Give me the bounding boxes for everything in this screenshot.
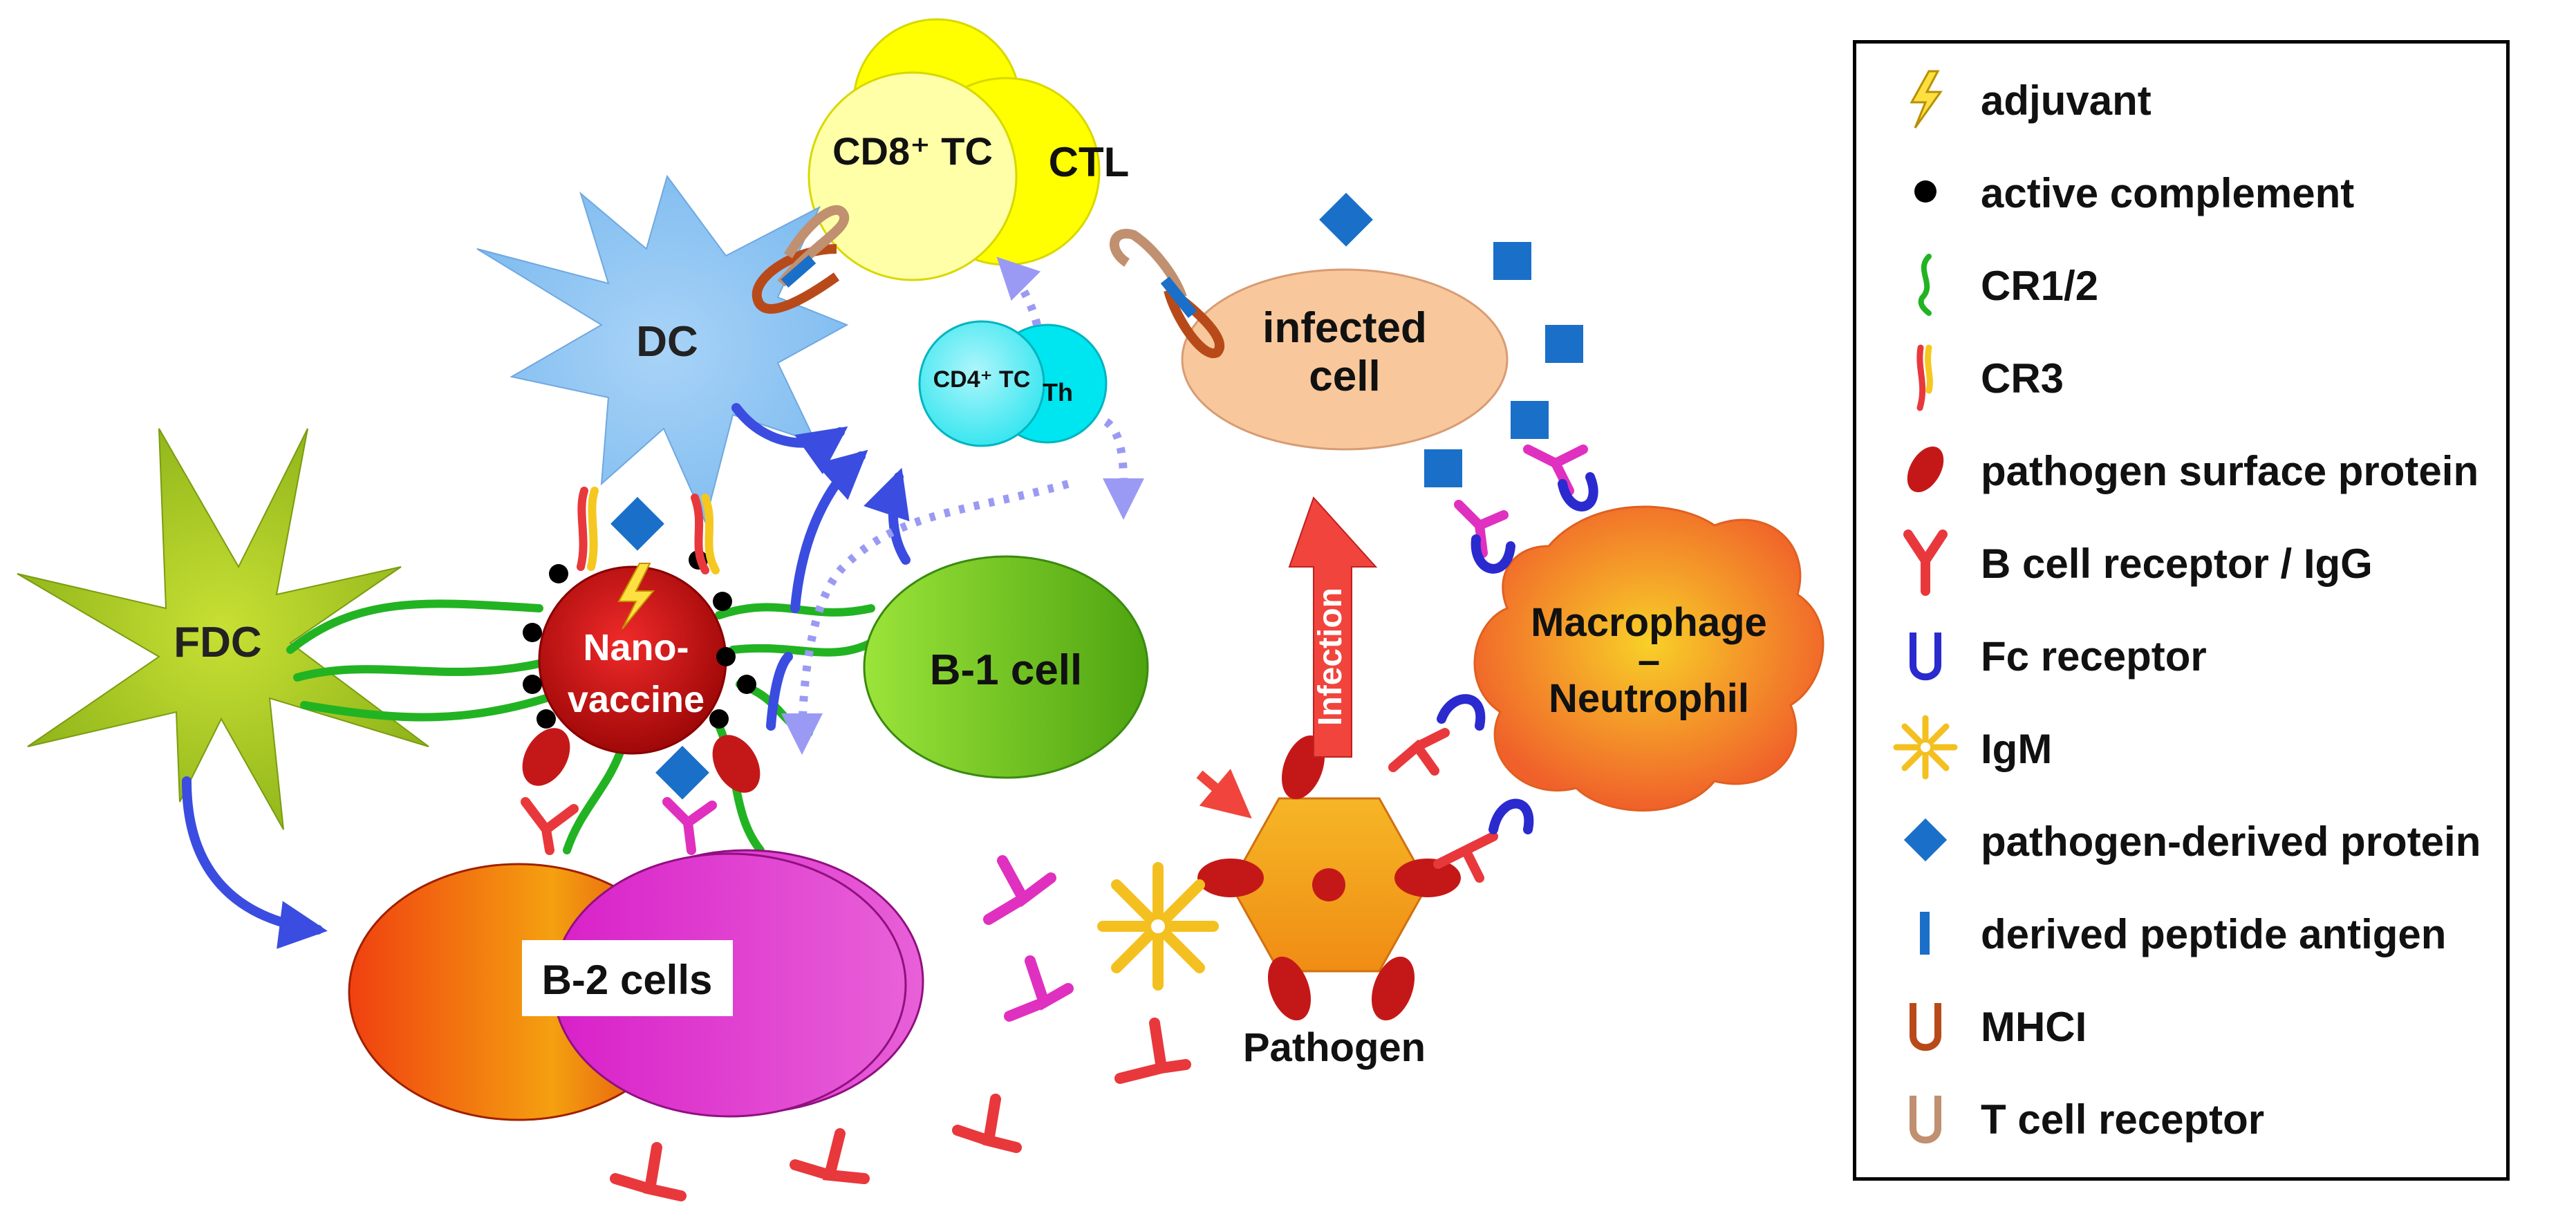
fdc-cell <box>17 428 429 830</box>
cd4-tc-label: CD4⁺ TC <box>933 366 1031 393</box>
b1-cell-label: B-1 cell <box>930 646 1083 694</box>
b-cell-receptor-icon <box>1903 530 1948 596</box>
b2-receptors <box>521 797 717 855</box>
infected-cell <box>1181 268 1509 451</box>
legend-label: derived peptide antigen <box>1981 911 2447 957</box>
legend-label: pathogen surface protein <box>1981 448 2479 494</box>
cr3-icon <box>1916 344 1933 411</box>
legend: adjuvant active complement CR1/2 CR3 pat… <box>1853 40 2510 1181</box>
cr3-receptors <box>577 487 720 574</box>
fc-igg-upper <box>1454 444 1598 574</box>
th-cell-cluster <box>918 320 1108 447</box>
legend-item-t-cell-receptor: T cell receptor <box>1856 1076 2506 1159</box>
macrophage-line3: Neutrophil <box>1549 676 1749 721</box>
blue-arrows <box>182 403 911 949</box>
legend-label: CR3 <box>1981 355 2064 402</box>
ctl-label: CTL <box>1049 139 1130 185</box>
active-complement-icon <box>1914 180 1936 203</box>
pathogen-derived-protein-icon <box>1903 818 1948 862</box>
legend-item-igm: IgM <box>1856 706 2506 789</box>
derived-peptide-antigen-icon <box>1920 912 1930 955</box>
adjuvant-icon <box>1910 70 1943 129</box>
macrophage-line2: – <box>1638 638 1660 683</box>
nanovaccine-line1: Nano- <box>584 627 689 668</box>
legend-label: active complement <box>1981 170 2355 216</box>
infected-cell-line1: infected <box>1262 304 1427 352</box>
legend-label: adjuvant <box>1981 77 2152 124</box>
dc-cell <box>476 174 849 525</box>
b2-label-box <box>522 940 733 1016</box>
legend-item-cr12: CR1/2 <box>1856 243 2506 326</box>
infection-arrow <box>1288 496 1378 758</box>
nanovaccine-adjuvant-icon <box>617 563 655 630</box>
th-label: Th <box>1043 378 1073 406</box>
free-antibodies <box>610 855 1191 1201</box>
fc-igg-lower <box>1388 694 1534 883</box>
nano-surface-protein-2 <box>712 735 760 793</box>
infected-cell-line2: cell <box>1309 353 1380 400</box>
cr12-icon <box>1918 254 1932 316</box>
legend-label: T cell receptor <box>1981 1096 2265 1143</box>
mhc-tcr-complex-2 <box>1109 229 1224 358</box>
pathogen-derived-proteins <box>1319 192 1583 487</box>
dc-label: DC <box>636 318 698 366</box>
macrophage-cell <box>1473 505 1824 812</box>
fc-receptor-icon <box>1910 633 1941 681</box>
fdc-label: FDC <box>174 619 261 666</box>
legend-item-pathogen-derived-protein: pathogen-derived protein <box>1856 798 2506 881</box>
legend-item-b-cell-receptor: B cell receptor / IgG <box>1856 521 2506 603</box>
legend-label: pathogen-derived protein <box>1981 818 2481 865</box>
infection-label: Infection <box>1312 588 1349 726</box>
mhc-tcr-complex-1 <box>752 205 850 314</box>
nanovaccine-line2: vaccine <box>568 679 704 720</box>
legend-label: MHCI <box>1981 1004 2087 1050</box>
legend-item-pathogen-surface-protein: pathogen surface protein <box>1856 428 2506 511</box>
pathogen-surface-protein-icon <box>1907 446 1944 493</box>
t-cell-receptor-icon <box>1910 1096 1941 1144</box>
pathogen-label: Pathogen <box>1243 1025 1426 1070</box>
nano-derived-protein <box>610 496 664 551</box>
pathogen-arrow <box>1196 769 1252 819</box>
legend-item-derived-peptide-antigen: derived peptide antigen <box>1856 891 2506 974</box>
legend-label: Fc receptor <box>1981 633 2207 680</box>
pathogen-core <box>1312 868 1345 901</box>
macrophage-line1: Macrophage <box>1531 600 1767 645</box>
mhci-icon <box>1910 1003 1941 1051</box>
legend-label: CR1/2 <box>1981 263 2099 309</box>
cd8-tc-label: CD8⁺ TC <box>832 129 993 173</box>
b1-cell <box>863 555 1149 779</box>
legend-item-active-complement: active complement <box>1856 150 2506 233</box>
nano-surface-protein <box>522 728 570 786</box>
b2-cells-label: B-2 cells <box>542 957 713 1003</box>
legend-label: IgM <box>1981 726 2053 772</box>
complement-dots <box>523 550 756 729</box>
legend-item-mhci: MHCI <box>1856 984 2506 1067</box>
nano-derived-protein-2 <box>655 745 709 800</box>
t-cell-cluster <box>808 18 1101 281</box>
legend-item-fc-receptor: Fc receptor <box>1856 613 2506 696</box>
legend-item-cr3: CR3 <box>1856 335 2506 418</box>
dashed-arrows <box>781 256 1145 755</box>
legend-label: B cell receptor / IgG <box>1981 541 2373 587</box>
legend-item-adjuvant: adjuvant <box>1856 57 2506 140</box>
igm-icon <box>1893 715 1958 780</box>
